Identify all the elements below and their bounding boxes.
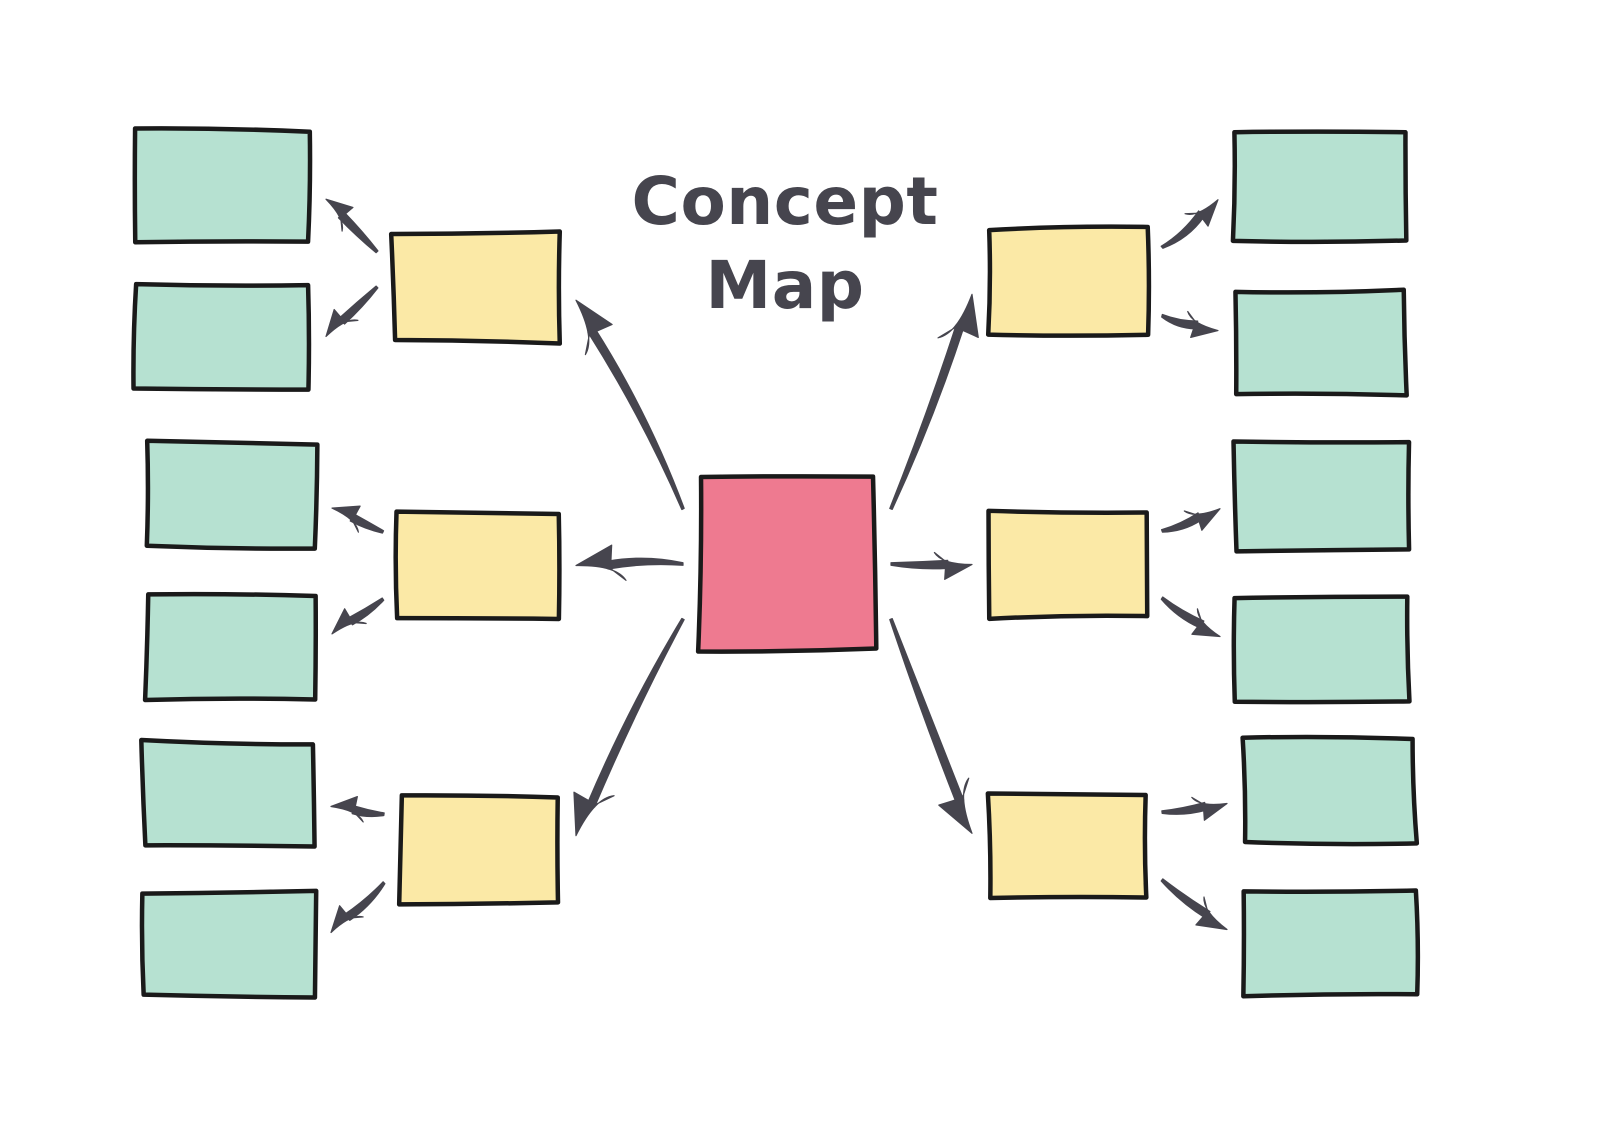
leaf-node[interactable] — [1231, 594, 1412, 705]
page-title: Concept Map — [620, 160, 950, 329]
arrow — [1160, 199, 1219, 249]
arrow — [325, 285, 379, 338]
arrow — [575, 299, 685, 511]
arrow — [1160, 878, 1228, 931]
branch-node[interactable] — [396, 793, 561, 907]
leaf-node[interactable] — [139, 888, 319, 1000]
arrow — [330, 881, 386, 934]
leaf-node[interactable] — [1241, 888, 1421, 999]
arrow — [575, 544, 684, 581]
branch-node[interactable] — [985, 224, 1152, 338]
arrow — [1161, 310, 1219, 339]
arrow — [331, 505, 385, 534]
arrow — [325, 198, 379, 254]
box-layer — [131, 126, 1421, 1000]
arrow — [890, 551, 973, 580]
arrow — [1160, 508, 1221, 533]
title-line-2: Map — [705, 247, 865, 325]
arrow-layer — [325, 198, 1228, 934]
leaf-node[interactable] — [1240, 734, 1420, 847]
leaf-node[interactable] — [131, 281, 312, 392]
branch-node[interactable] — [388, 229, 563, 346]
title-line-1: Concept — [631, 163, 939, 240]
arrow — [573, 617, 685, 837]
arrow — [331, 597, 385, 635]
arrow — [1161, 796, 1228, 821]
arrow — [330, 795, 385, 823]
arrow — [1160, 596, 1221, 638]
center-node[interactable] — [695, 474, 879, 654]
leaf-node[interactable] — [1231, 439, 1412, 554]
arrow — [889, 293, 979, 511]
leaf-node[interactable] — [144, 438, 320, 551]
branch-node[interactable] — [986, 508, 1150, 622]
branch-node[interactable] — [985, 791, 1149, 901]
leaf-node[interactable] — [1233, 287, 1409, 398]
arrow — [889, 617, 973, 834]
leaf-node[interactable] — [132, 126, 313, 245]
leaf-node[interactable] — [139, 737, 317, 849]
branch-node[interactable] — [393, 509, 562, 622]
leaf-node[interactable] — [1230, 129, 1409, 245]
leaf-node[interactable] — [142, 591, 319, 703]
